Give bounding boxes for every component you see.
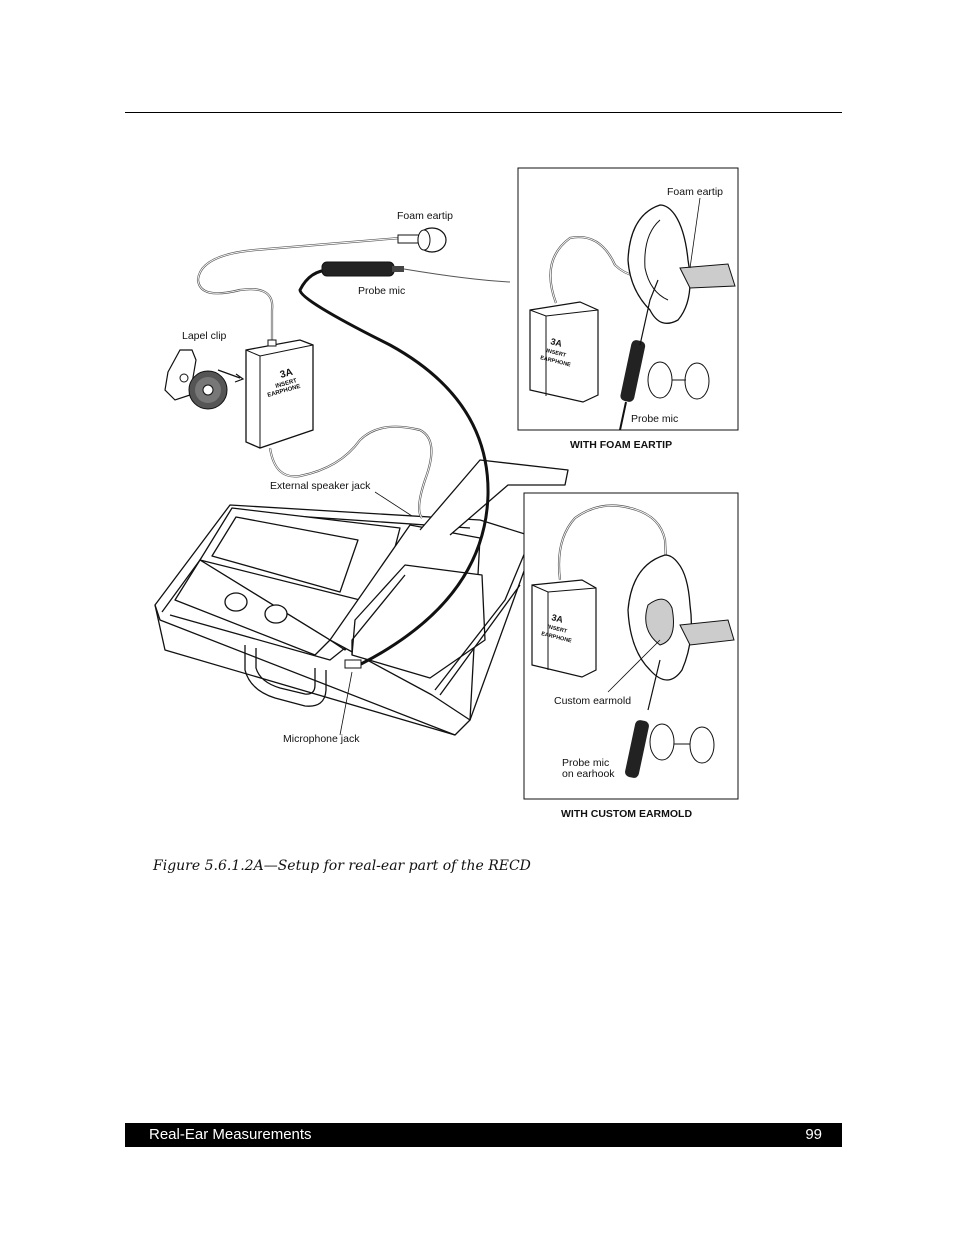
footer-chapter-title: Real-Ear Measurements [149, 1126, 312, 1143]
svg-text:3A: 3A [551, 612, 565, 625]
inset-custom-label-custom-earmold: Custom earmold [554, 695, 632, 707]
lapel-clip [164, 349, 245, 410]
svg-text:INSERT: INSERT [546, 348, 568, 359]
label-microphone-jack: Microphone jack [283, 733, 360, 745]
earphone-line1: INSERT [275, 378, 298, 390]
recd-setup-illustration: 3A INSERT EARPHONE 3A INSERT EARPHONE [154, 167, 739, 800]
figure-caption: Figure 5.6.1.2A—Setup for real-ear part … [153, 858, 531, 874]
inset-foam-label-probe-mic: Probe mic [631, 413, 679, 425]
foam-eartip [397, 227, 447, 253]
inset-custom-earmold-illustration: 3A INSERT EARPHONE [523, 492, 739, 800]
earphone-model: 3A [279, 367, 294, 381]
probe-mic [321, 261, 511, 283]
inset-foam-caption: WITH FOAM EARTIP [570, 439, 673, 451]
inset-custom-caption: WITH CUSTOM EARMOLD [561, 808, 693, 820]
svg-text:3A: 3A [550, 336, 564, 349]
microphone-jack [344, 659, 362, 669]
svg-text:INSERT: INSERT [547, 624, 569, 635]
label-foam-eartip: Foam eartip [397, 210, 454, 222]
inset-foam-label-foam-eartip: Foam eartip [667, 186, 724, 198]
page-footer: Real-Ear Measurements 99 [125, 1123, 842, 1147]
header-rule [125, 112, 842, 113]
footer-page-number: 99 [805, 1126, 822, 1143]
inset-foam-eartip-illustration: 3A INSERT EARPHONE [517, 167, 739, 431]
label-external-speaker-jack: External speaker jack [270, 480, 371, 492]
analyzer-case [154, 459, 569, 736]
inset-custom-label-on-earhook: on earhook [562, 768, 615, 780]
label-probe-mic: Probe mic [358, 285, 406, 297]
label-lapel-clip: Lapel clip [182, 330, 227, 342]
insert-earphone-box: 3A INSERT EARPHONE [245, 339, 314, 449]
inset-custom-label-probe-mic: Probe mic [562, 757, 610, 769]
